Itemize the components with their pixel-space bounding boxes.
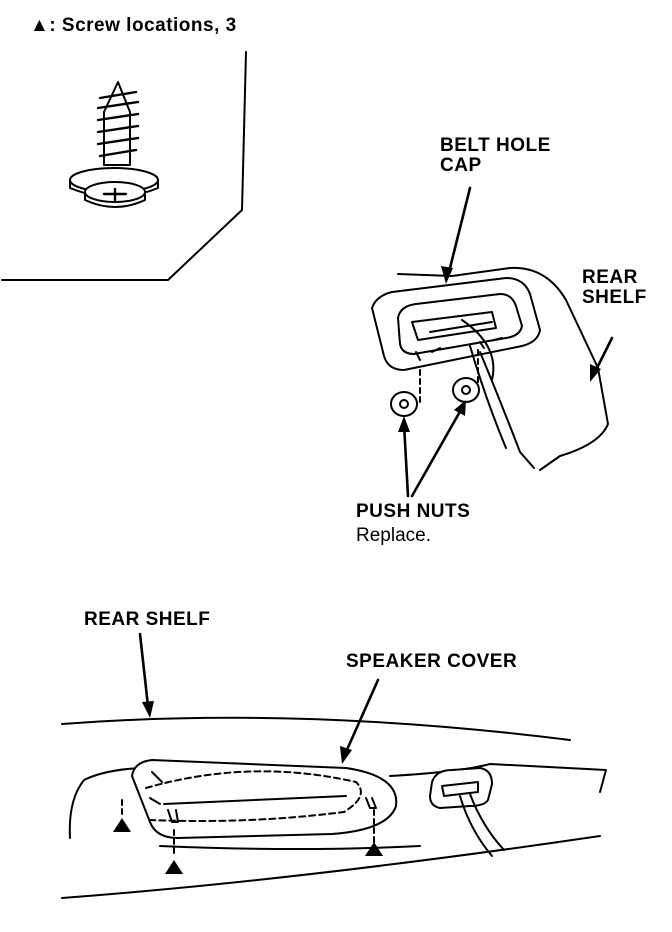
arrow-heads-lower [142,701,352,764]
screw-guides-lower [121,799,375,855]
rear-shelf-label-right: REAR SHELF [582,267,647,308]
triangle-marker-icon: ▲ [30,15,50,36]
leader-arrows-lower [138,632,380,754]
rear-shelf-right-drawing [451,266,609,471]
screw-locations-legend: ▲: Screw locations, 3 [30,16,237,36]
speaker-cover-drawing [131,759,398,839]
screw-location-marker-icon [113,818,383,874]
rear-shelf-bottom-drawing [61,716,607,899]
rear-shelf-label-bottom: REAR SHELF [84,609,211,630]
arrow-heads-upper [398,266,601,432]
screw-icon [69,81,159,208]
belt-guide-bottom-drawing [429,767,505,857]
speaker-cover-label: SPEAKER COVER [346,651,518,672]
legend-text: : Screw locations, 3 [49,15,237,36]
push-nut-icon [390,377,480,417]
belt-hole-cap-drawing [371,273,541,403]
push-nuts-note: Replace. [356,525,431,546]
screw-inset-border [1,51,247,281]
push-nuts-label: PUSH NUTS [356,501,471,522]
belt-hole-cap-label: BELT HOLE CAP [440,135,551,176]
